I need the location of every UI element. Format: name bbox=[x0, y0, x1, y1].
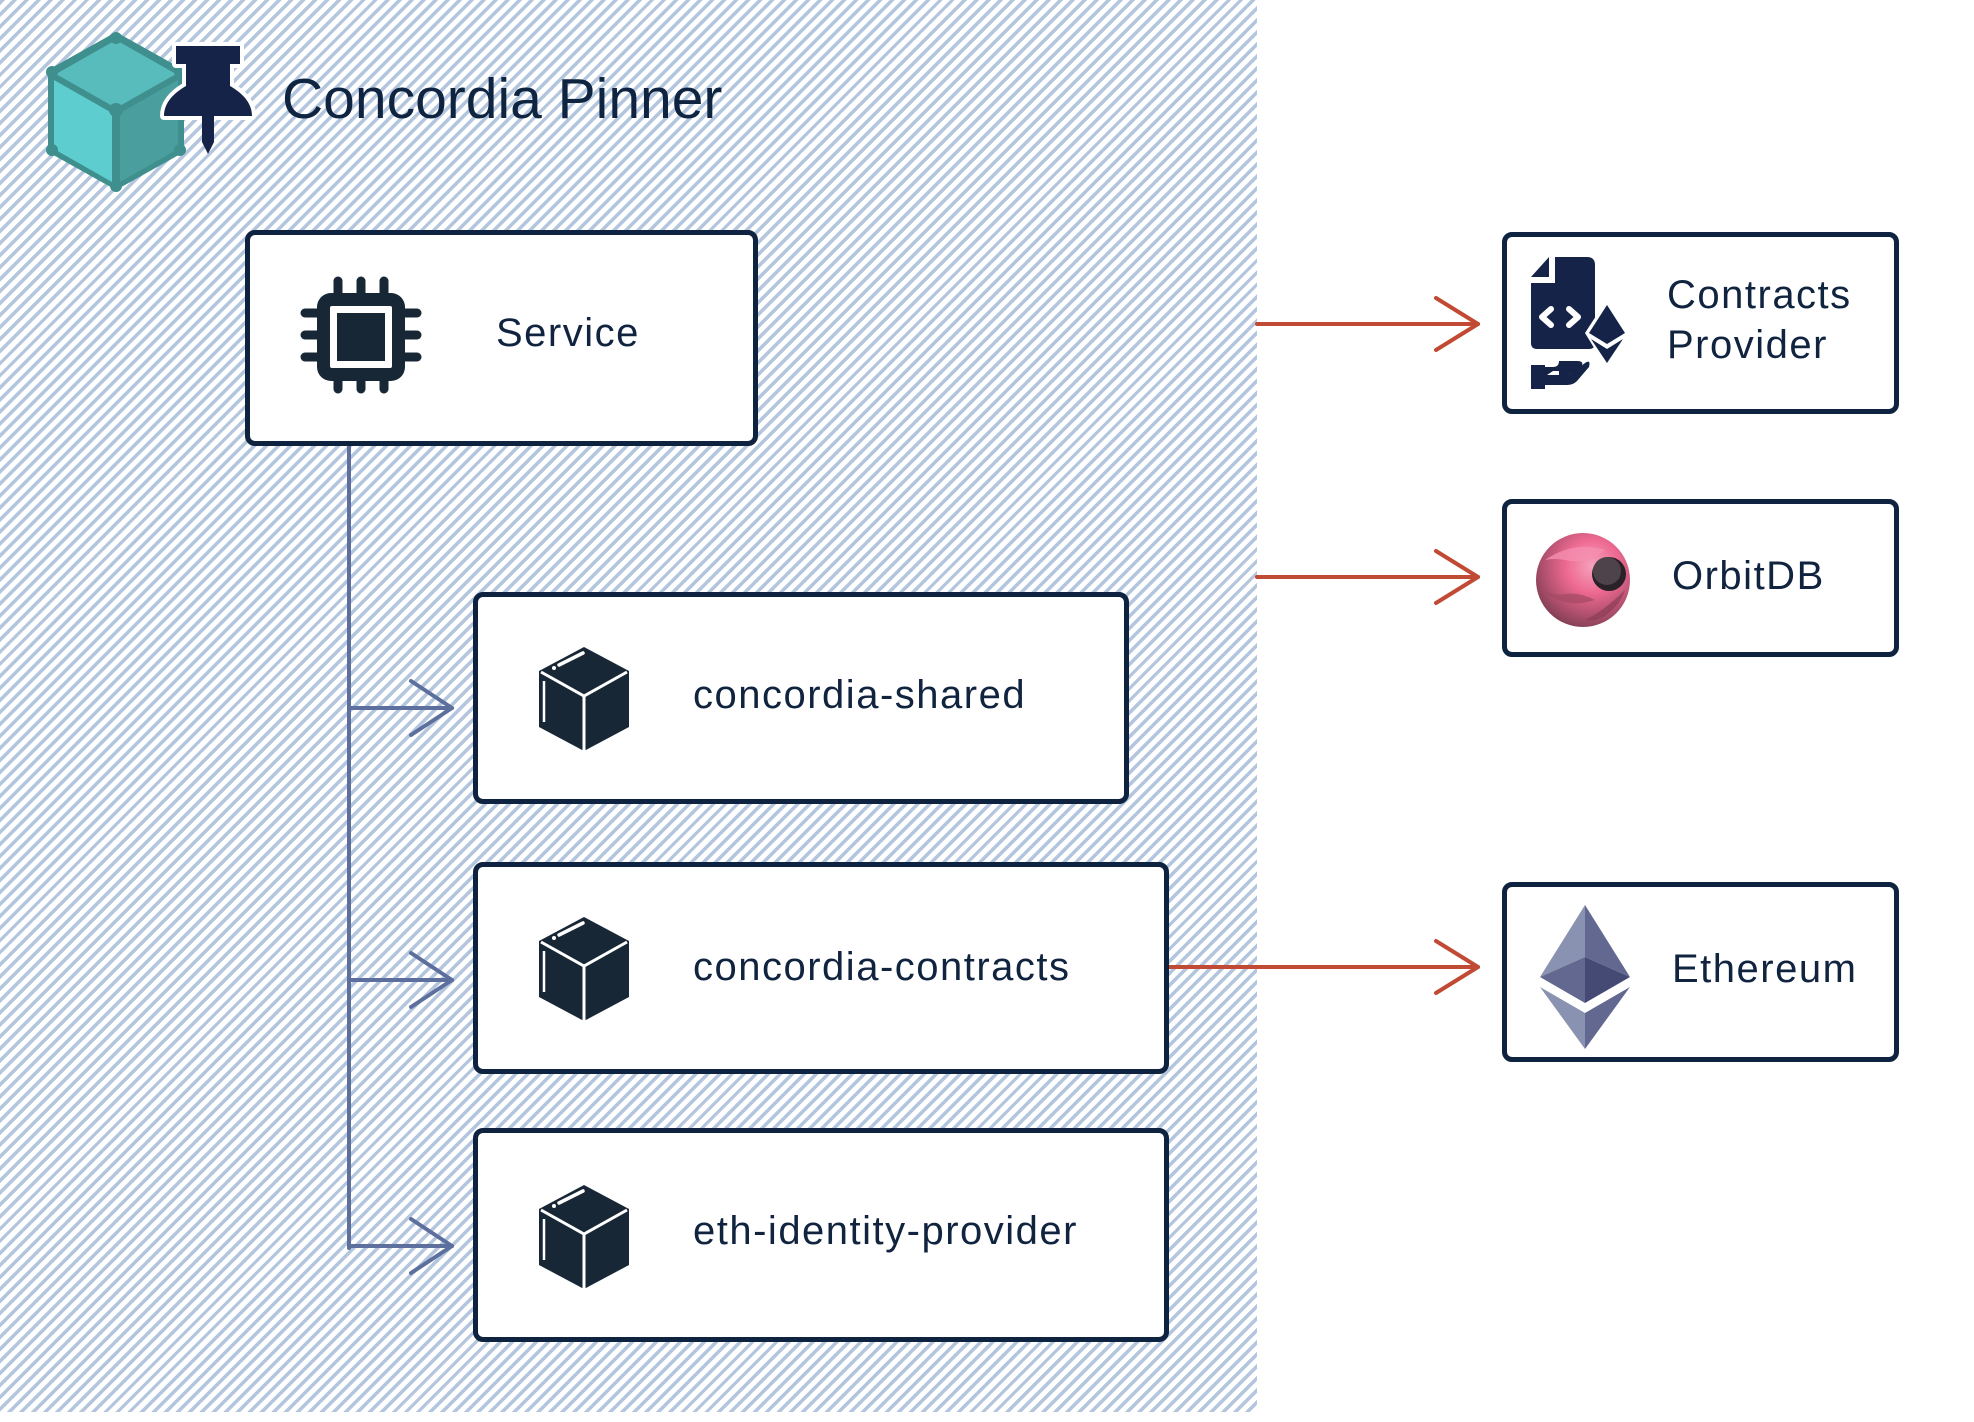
arrowhead-to-concordia-contracts bbox=[409, 951, 454, 1009]
eth-identity-provider-node[interactable]: eth-identity-provider bbox=[473, 1128, 1169, 1342]
package-cube-icon bbox=[539, 917, 629, 1021]
concordia-shared-node[interactable]: concordia-shared bbox=[473, 592, 1129, 804]
concordia-contracts-node[interactable]: concordia-contracts bbox=[473, 862, 1169, 1074]
page-title: Concordia Pinner bbox=[282, 67, 723, 131]
eth-identity-provider-label: eth-identity-provider bbox=[693, 1209, 1078, 1253]
ethereum-label: Ethereum bbox=[1672, 947, 1858, 991]
service-node[interactable]: Service bbox=[245, 230, 758, 446]
arrowhead-to-orbitdb bbox=[1434, 549, 1480, 605]
ethereum-node[interactable]: Ethereum bbox=[1502, 882, 1899, 1062]
contracts-provider-node[interactable]: Contracts Provider bbox=[1502, 232, 1899, 414]
concordia-cube-logo-icon bbox=[46, 32, 186, 192]
orbitdb-sphere-icon bbox=[1536, 533, 1630, 627]
orbitdb-node[interactable]: OrbitDB bbox=[1502, 499, 1899, 657]
concordia-shared-label: concordia-shared bbox=[693, 673, 1027, 717]
arrowhead-to-concordia-shared bbox=[409, 679, 454, 737]
package-cube-icon bbox=[539, 1185, 629, 1289]
arrowhead-to-ethereum bbox=[1434, 939, 1480, 995]
arrowhead-to-contracts-provider bbox=[1434, 296, 1480, 352]
arrowhead-to-eth-identity-provider bbox=[409, 1217, 454, 1275]
concordia-contracts-label: concordia-contracts bbox=[693, 945, 1071, 989]
contracts-provider-label-line2: Provider bbox=[1667, 323, 1828, 367]
contracts-provider-label-line1: Contracts bbox=[1667, 273, 1852, 317]
orbitdb-label: OrbitDB bbox=[1672, 554, 1825, 598]
internal-dependency-connectors bbox=[347, 441, 454, 1275]
service-label: Service bbox=[496, 311, 640, 355]
pushpin-icon bbox=[160, 42, 256, 154]
package-cube-icon bbox=[539, 647, 629, 751]
ethereum-diamond-icon bbox=[1540, 905, 1630, 1049]
external-dependency-connectors bbox=[1165, 296, 1480, 995]
smart-contract-hand-icon bbox=[1531, 257, 1629, 389]
cpu-chip-icon bbox=[300, 276, 422, 394]
